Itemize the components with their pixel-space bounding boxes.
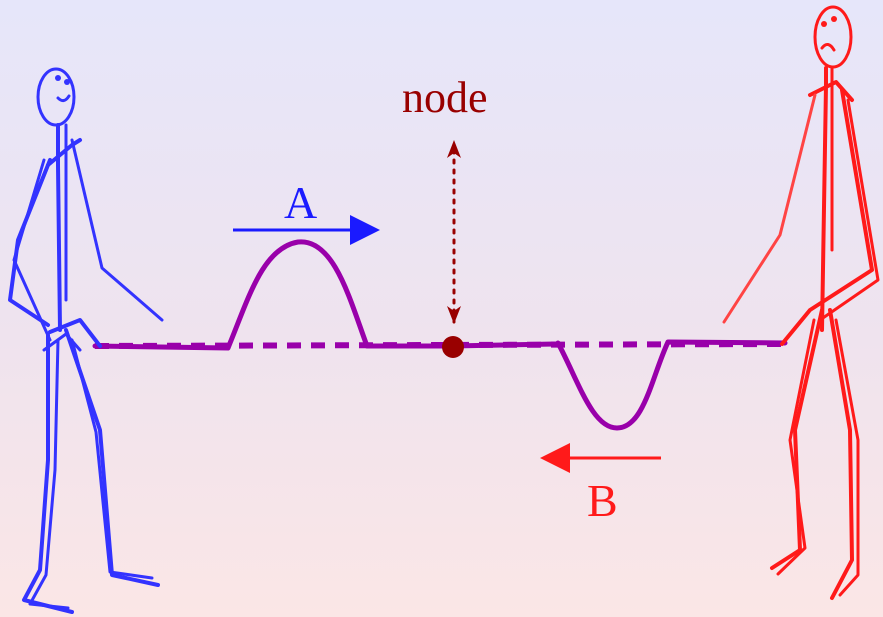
right-person-eye bbox=[831, 16, 837, 22]
pulse-a-label: A bbox=[284, 177, 318, 228]
node-label: node bbox=[402, 73, 488, 122]
right-person-frown bbox=[820, 43, 836, 52]
left-person bbox=[8, 67, 164, 614]
rope-pulse-b bbox=[555, 339, 788, 431]
right-person-eye bbox=[821, 21, 827, 27]
left-person-smile bbox=[56, 94, 71, 103]
rope-center-segment bbox=[449, 341, 558, 349]
node-arrowhead-down bbox=[447, 306, 461, 324]
node-arrowhead-up bbox=[447, 140, 461, 158]
node-point bbox=[442, 336, 464, 358]
right-person bbox=[722, 5, 880, 600]
left-person-eye bbox=[64, 79, 70, 85]
pulse-b-label: B bbox=[587, 475, 618, 526]
rope-pulse-a bbox=[92, 239, 448, 351]
right-person-head bbox=[813, 5, 853, 69]
left-person-eye bbox=[55, 75, 61, 81]
